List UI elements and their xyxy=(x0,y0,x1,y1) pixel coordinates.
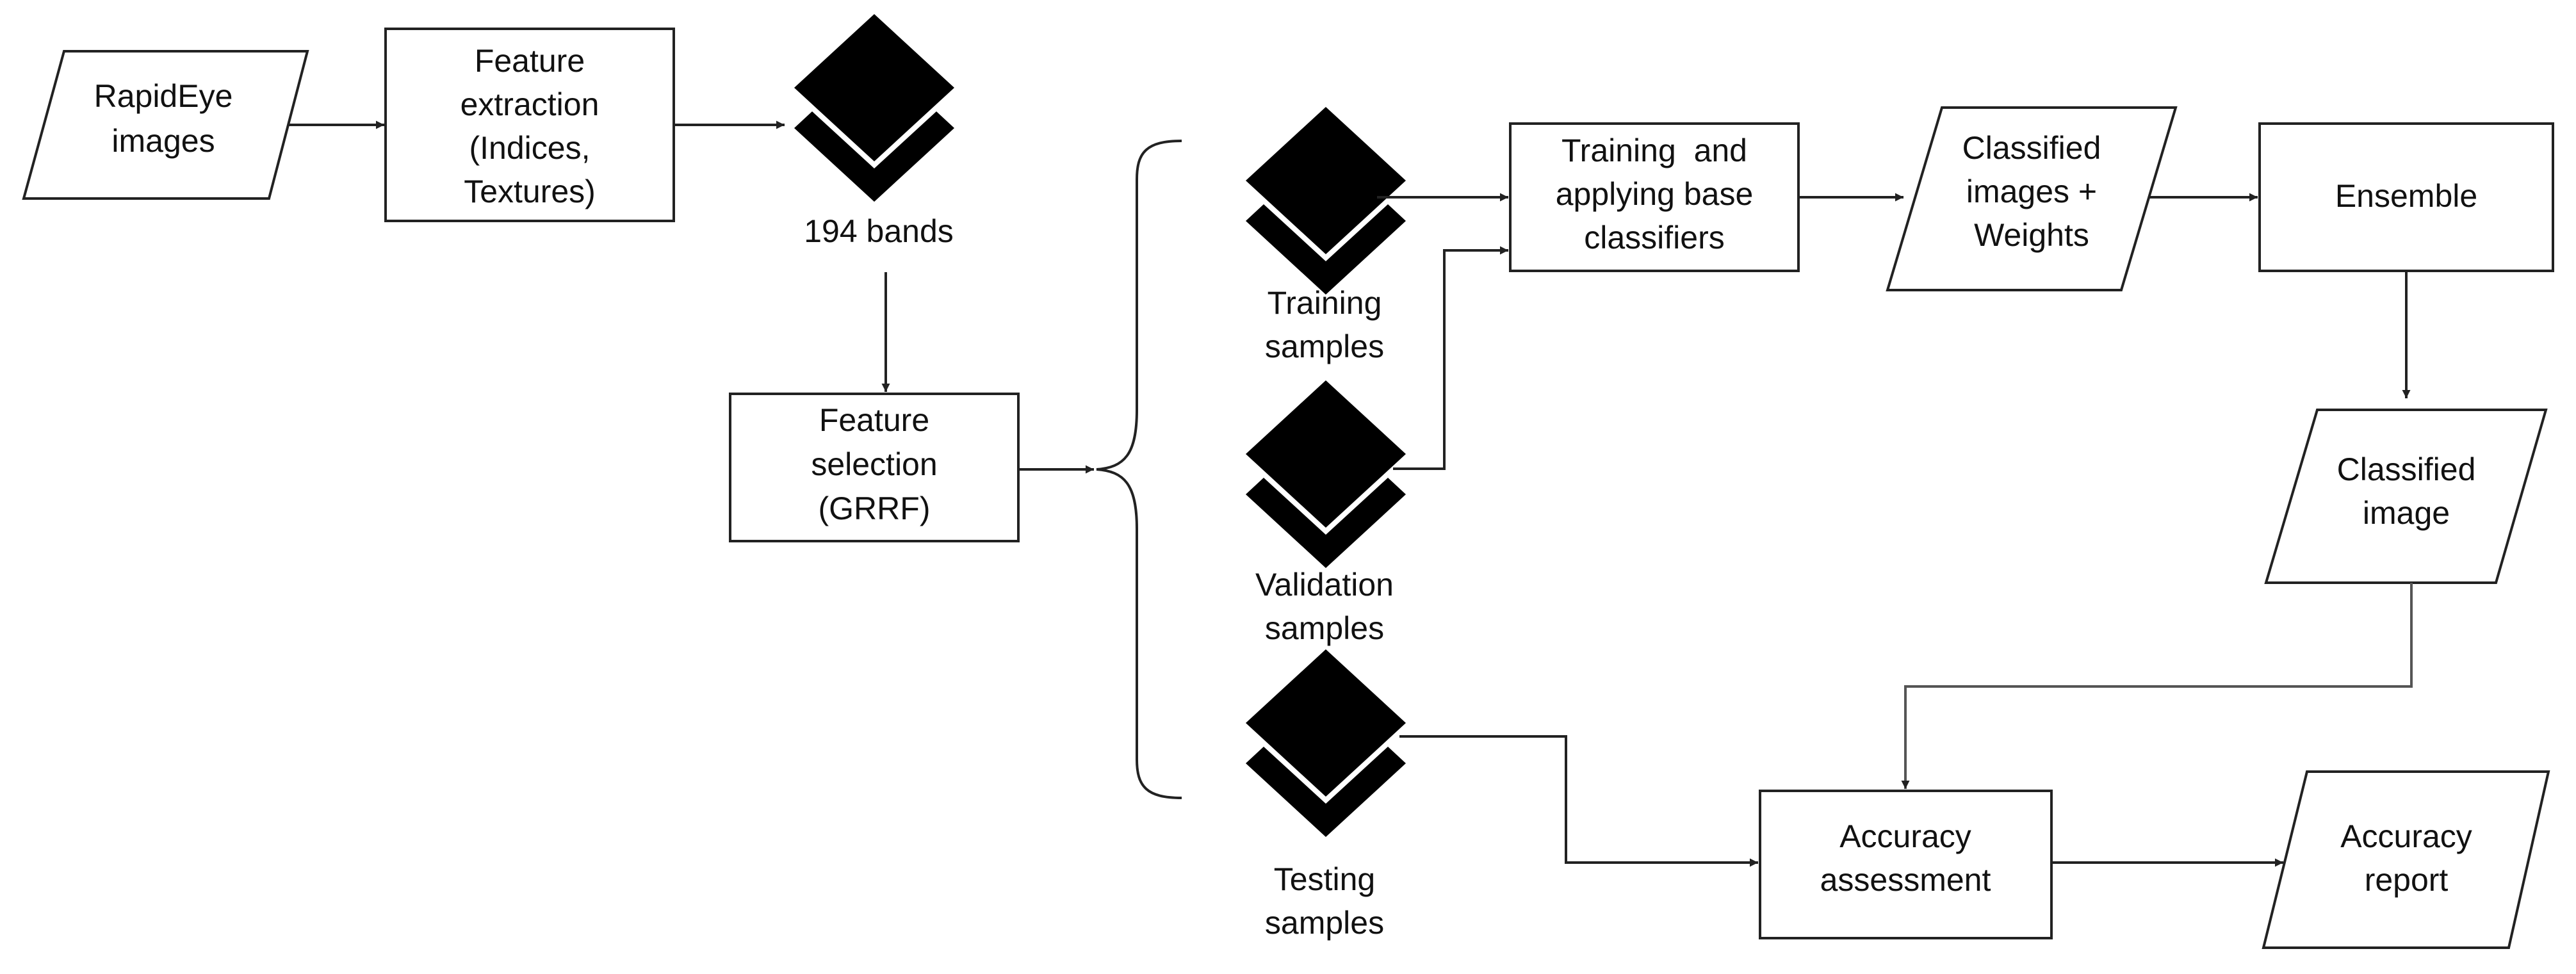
base-classifiers-box xyxy=(1509,122,1800,272)
label-line: images xyxy=(111,123,215,159)
label-line: Textures) xyxy=(464,174,596,209)
samples-curly-brace xyxy=(1096,140,1182,799)
label-line: images + xyxy=(1966,174,2097,209)
accuracy-assessment-label: Accuracy assessment xyxy=(1820,818,1991,898)
arrow-validation-to-classifiers xyxy=(1393,246,1508,470)
label-line: Classified xyxy=(2337,451,2476,487)
label-line: samples xyxy=(1265,329,1384,364)
label-line: selection xyxy=(811,446,937,482)
ensemble-box xyxy=(2258,122,2554,272)
testing-samples-stack-icon xyxy=(1246,649,1406,837)
label-line: (GRRF) xyxy=(819,491,931,526)
label-line: Training xyxy=(1268,285,1382,321)
label-line: Weights xyxy=(1974,217,2089,253)
accuracy-report-parallelogram xyxy=(2262,770,2550,949)
label-line: Classified xyxy=(1962,130,2101,166)
label-line: report xyxy=(2365,862,2449,898)
label-line: (Indices, xyxy=(469,130,591,166)
bands-label: 194 bands xyxy=(804,213,954,249)
testing-samples-label: Testing samples xyxy=(1265,861,1384,941)
base-classifiers-label: Training and applying base classifiers xyxy=(1556,133,1754,256)
classified-image-parallelogram xyxy=(2264,409,2548,584)
feature-extraction-box xyxy=(384,28,675,222)
label-line: Feature xyxy=(819,402,929,438)
feature-extraction-label: Feature extraction (Indices, Textures) xyxy=(461,43,599,209)
label-line: Testing xyxy=(1274,861,1375,897)
label-line: Feature xyxy=(475,43,585,79)
label-line: Training and xyxy=(1561,133,1747,168)
feature-selection-label: Feature selection (GRRF) xyxy=(811,402,937,526)
classified-weights-label: Classified images + Weights xyxy=(1962,130,2101,253)
arrow-testing-to-assessment xyxy=(1399,735,1758,867)
label-line: Accuracy xyxy=(1839,818,1971,854)
training-samples-label: Training samples xyxy=(1265,285,1384,364)
rapideye-images-label: RapidEye images xyxy=(94,78,233,159)
classified-weights-parallelogram xyxy=(1886,106,2178,291)
validation-samples-stack-icon xyxy=(1246,380,1406,568)
label-line: assessment xyxy=(1820,862,1991,898)
validation-samples-label: Validation samples xyxy=(1255,567,1394,646)
accuracy-assessment-box xyxy=(1759,790,2053,939)
label-line: Ensemble xyxy=(2335,178,2477,214)
bands-stack-icon xyxy=(794,14,954,202)
label-line: RapidEye xyxy=(94,78,233,114)
accuracy-report-label: Accuracy report xyxy=(2340,818,2472,898)
training-samples-stack-icon xyxy=(1246,107,1406,295)
feature-selection-box xyxy=(729,393,1020,542)
label-line: Validation xyxy=(1255,567,1394,603)
arrow-classified-image-to-assessment xyxy=(1901,583,2413,789)
label-line: extraction xyxy=(461,86,599,122)
label-line: Accuracy xyxy=(2340,818,2472,854)
label-line: samples xyxy=(1265,610,1384,646)
ensemble-label: Ensemble xyxy=(2335,178,2477,214)
label-line: classifiers xyxy=(1584,220,1724,256)
label-line: 194 bands xyxy=(804,213,954,249)
label-line: image xyxy=(2363,495,2450,531)
label-line: applying base xyxy=(1556,176,1754,212)
label-line: samples xyxy=(1265,905,1384,941)
classified-image-label: Classified image xyxy=(2337,451,2476,531)
rapideye-images-parallelogram xyxy=(22,50,309,200)
